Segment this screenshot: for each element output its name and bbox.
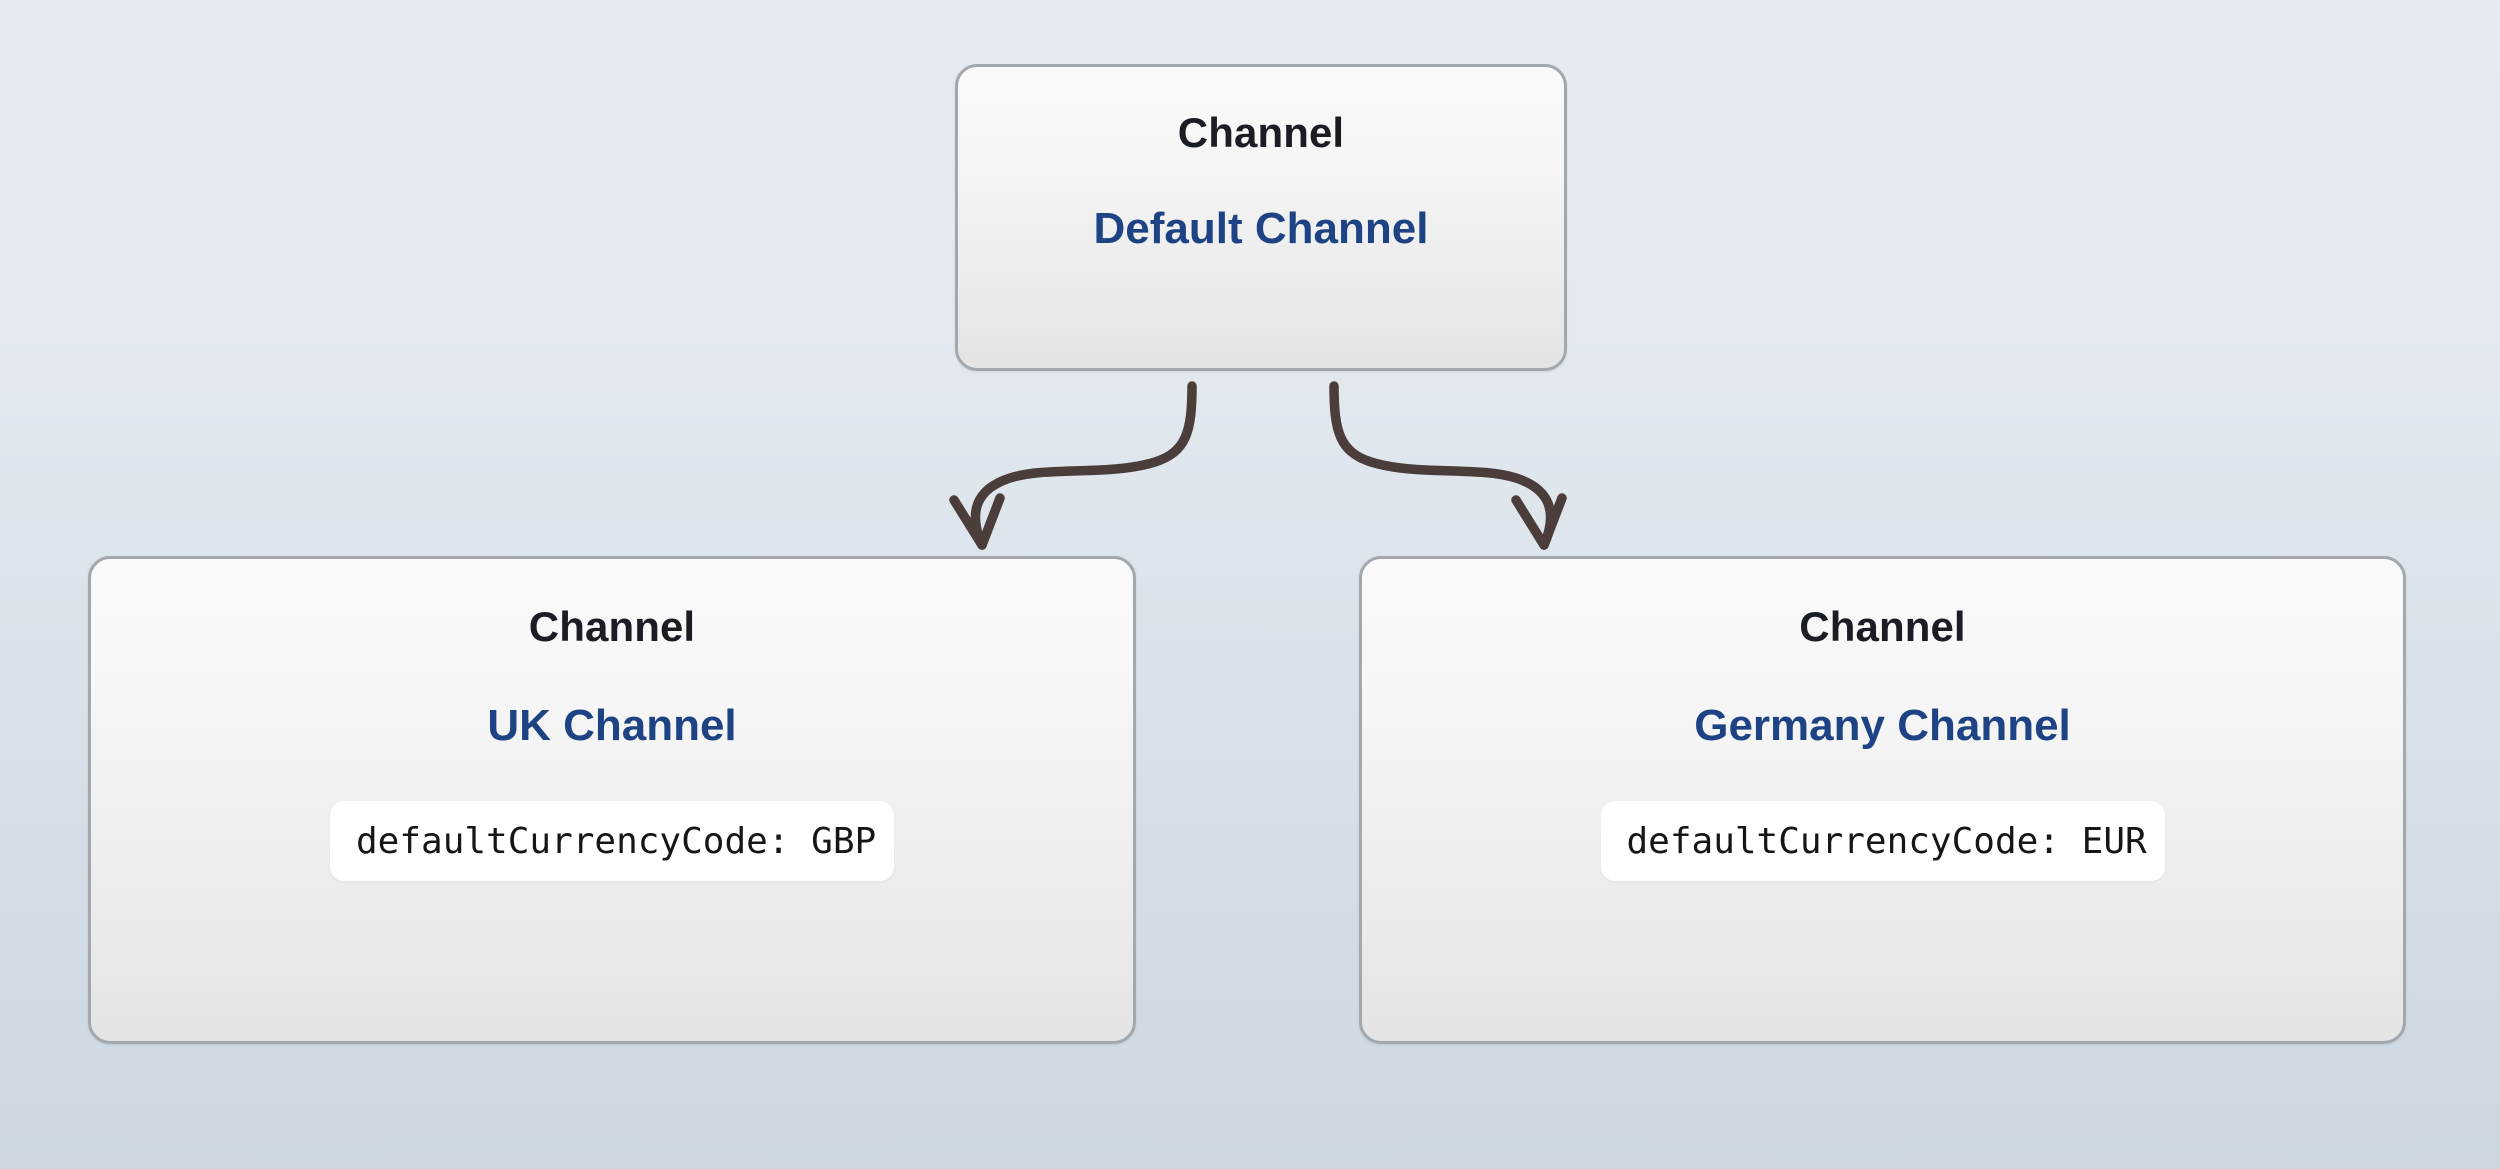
node-type-label: Channel xyxy=(1799,603,1966,650)
node-property-chip: defaultCurrencyCode: EUR xyxy=(1600,801,2165,881)
edge-root-to-germany xyxy=(1329,381,1567,550)
node-germany-channel[interactable]: Channel Germany Channel defaultCurrencyC… xyxy=(1359,556,2406,1044)
node-default-channel[interactable]: Channel Default Channel xyxy=(955,64,1567,371)
node-name-label: Germany Channel xyxy=(1694,701,2071,750)
node-uk-channel[interactable]: Channel UK Channel defaultCurrencyCode: … xyxy=(88,556,1136,1044)
node-name-label: Default Channel xyxy=(1093,204,1429,253)
node-property-chip: defaultCurrencyCode: GBP xyxy=(330,801,894,881)
edge-root-to-uk xyxy=(949,381,1197,550)
node-type-label: Channel xyxy=(528,603,696,650)
node-type-label: Channel xyxy=(1177,109,1345,156)
node-name-label: UK Channel xyxy=(487,701,737,750)
